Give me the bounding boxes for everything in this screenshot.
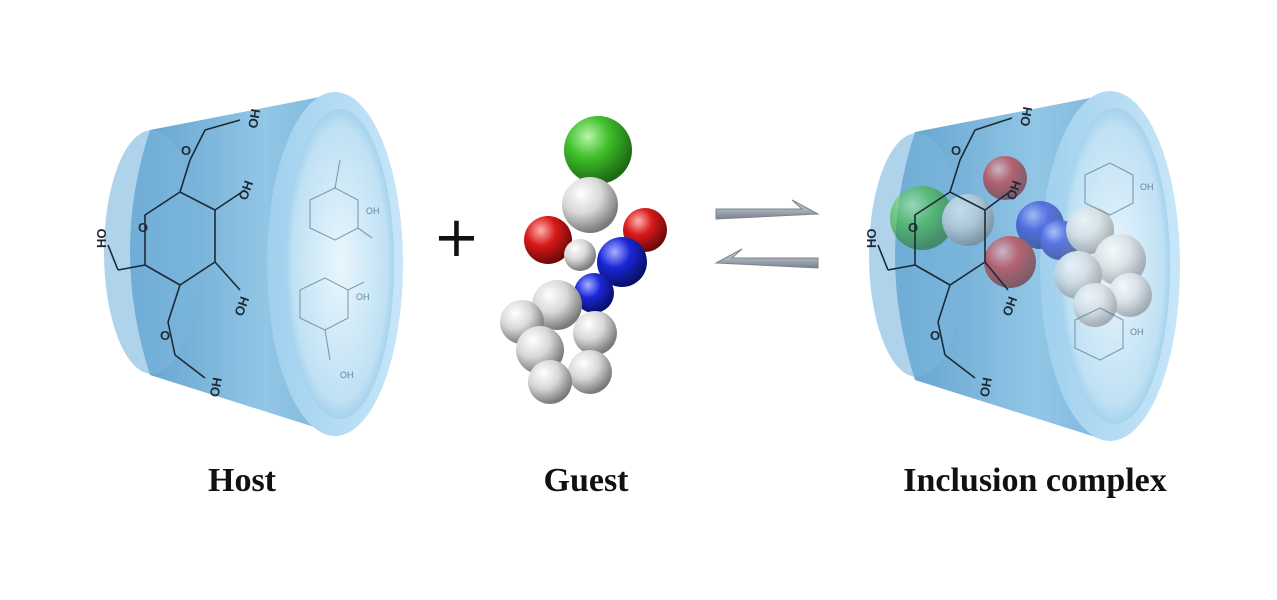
svg-text:OH: OH (235, 179, 256, 202)
guest-atom-carbon (528, 360, 572, 404)
guest-atom-nitrogen (597, 237, 647, 287)
guest-atom-carbon (564, 239, 596, 271)
guest-atom-carbon (562, 177, 618, 233)
guest-label: Guest (543, 462, 629, 499)
forward-arrow (715, 199, 820, 220)
guest-atom-nitrogen (574, 273, 614, 313)
svg-text:OH: OH (356, 292, 370, 302)
host-cup-base (104, 130, 200, 374)
inclusion-complex-label: Inclusion complex (903, 462, 1167, 499)
guest-atom-carbon (532, 280, 582, 330)
host-label: Host (208, 462, 276, 499)
svg-text:OH: OH (1017, 106, 1035, 128)
svg-text:HO: HO (864, 229, 879, 249)
svg-text:O: O (908, 220, 918, 235)
svg-text:OH: OH (366, 206, 380, 216)
equilibrium-arrows-icon (714, 199, 820, 269)
svg-text:O: O (930, 328, 940, 343)
guest-atom-chlorine (564, 116, 632, 184)
complex-guest (890, 156, 1152, 327)
svg-text:OH: OH (1003, 179, 1024, 202)
svg-text:O: O (138, 220, 148, 235)
guest-atom-carbon (568, 350, 612, 394)
complex-cup-base (869, 133, 965, 377)
guest-molecule (500, 116, 667, 404)
svg-text:OH: OH (977, 376, 995, 398)
svg-text:O: O (181, 143, 191, 158)
host-cyclodextrin-cup: OH OH OH HO OH OH O O O OH OH (94, 92, 403, 436)
svg-text:OH: OH (231, 295, 252, 318)
guest-atom-carbon (573, 311, 617, 355)
guest-atom-oxygen (524, 216, 572, 264)
svg-text:OH: OH (340, 370, 354, 380)
svg-text:OH: OH (1130, 327, 1144, 337)
svg-text:OH: OH (1140, 182, 1154, 192)
host-inner-skeleton: OH OH OH (299, 159, 380, 380)
plus-operator: + (433, 205, 480, 270)
svg-text:O: O (951, 143, 961, 158)
svg-text:OH: OH (207, 376, 225, 398)
svg-text:HO: HO (94, 229, 109, 249)
host-glucose-skeleton: HO OH OH O O O OH OH (94, 108, 263, 398)
svg-text:OH: OH (999, 295, 1020, 318)
host-cup-opening (286, 109, 394, 419)
reverse-arrow (714, 248, 819, 269)
complex-glucose-skeleton: HO OH OH O O O OH OH OH OH (864, 106, 1154, 398)
svg-text:OH: OH (245, 108, 263, 130)
svg-text:O: O (160, 328, 170, 343)
inclusion-complex-cup: HO OH OH O O O OH OH OH OH (864, 91, 1180, 441)
